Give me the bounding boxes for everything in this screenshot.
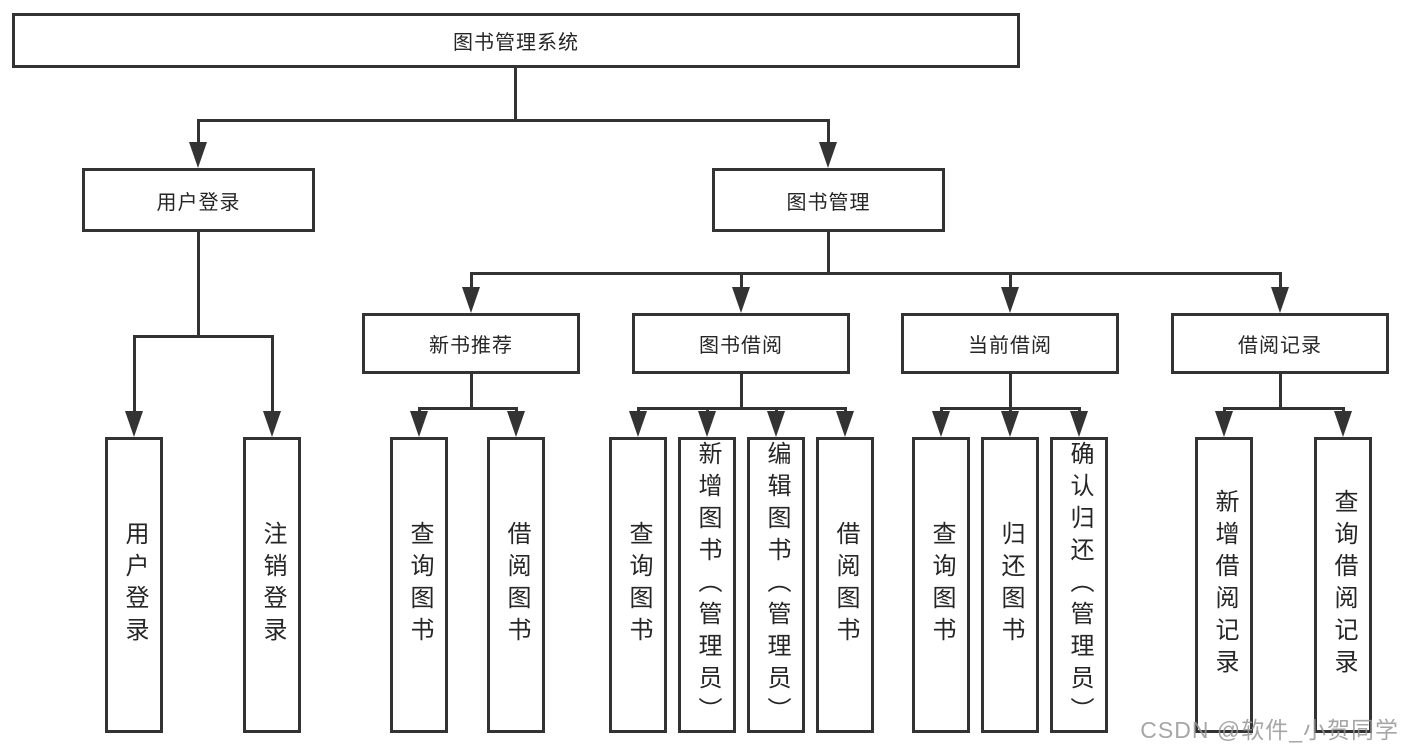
arrowhead-borrowing xyxy=(732,287,750,313)
leaf-label: 新增借阅记录 xyxy=(1211,489,1238,681)
leaf-user-login: 用户登录 xyxy=(105,437,163,733)
node-label: 新书推荐 xyxy=(429,335,513,357)
leaf-borrowing-edit-books-admin: 编辑图书（管理员） xyxy=(747,437,805,733)
watermark: CSDN @软件_小贺同学 xyxy=(1140,717,1399,743)
connector-borrowing-branch xyxy=(637,407,847,410)
leaf-label: 确认归还（管理员） xyxy=(1066,441,1093,729)
leaf-label: 新增图书（管理员） xyxy=(694,441,721,729)
connector-root-stem xyxy=(514,68,517,121)
leaf-logout-login: 注销登录 xyxy=(243,437,301,733)
connector-borrowing-stem xyxy=(740,374,743,407)
node-user-login: 用户登录 xyxy=(82,168,315,232)
node-borrowing-records: 借阅记录 xyxy=(1171,313,1389,374)
connector-records-stem xyxy=(1279,374,1282,407)
leaf-label: 用户登录 xyxy=(121,521,148,649)
arrowhead-leaf-logout xyxy=(263,411,281,437)
leaf-current-confirm-return-admin: 确认归还（管理员） xyxy=(1050,437,1108,733)
leaf-borrowing-borrow-books: 借阅图书 xyxy=(816,437,874,733)
leaf-records-add-borrow-record: 新增借阅记录 xyxy=(1195,437,1253,733)
connector-current-stem xyxy=(1009,374,1012,407)
arrowhead-cur-return xyxy=(1001,411,1019,437)
leaf-label: 借阅图书 xyxy=(832,521,859,649)
leaf-current-query-books: 查询图书 xyxy=(912,437,970,733)
leaf-label: 注销登录 xyxy=(259,521,286,649)
node-book-borrowing: 图书借阅 xyxy=(632,313,850,374)
connector-arrow-borrowing-line xyxy=(740,272,743,288)
leaf-records-query-borrow-record: 查询借阅记录 xyxy=(1314,437,1372,733)
arrowhead-user-login xyxy=(189,142,207,168)
node-label: 图书管理系统 xyxy=(453,32,579,54)
arrowhead-records xyxy=(1271,287,1289,313)
node-library-management-system: 图书管理系统 xyxy=(12,13,1020,68)
connector-arrow-leaf-user-login-line xyxy=(133,335,136,412)
leaf-label: 查询图书 xyxy=(625,521,652,649)
arrowhead-bor-query xyxy=(629,411,647,437)
arrowhead-bor-borrow xyxy=(836,411,854,437)
arrowhead-rec-query xyxy=(410,411,428,437)
node-book-management: 图书管理 xyxy=(712,168,945,232)
connector-recommend-stem xyxy=(470,374,473,407)
connector-records-branch xyxy=(1223,407,1345,410)
leaf-current-return-books: 归还图书 xyxy=(981,437,1039,733)
arrowhead-bor-add xyxy=(698,411,716,437)
arrowhead-recd-query xyxy=(1334,411,1352,437)
connector-level3-branch xyxy=(470,272,1281,275)
node-new-book-recommendation: 新书推荐 xyxy=(362,313,580,374)
leaf-label: 查询借阅记录 xyxy=(1330,489,1357,681)
connector-arrow-book-management-line xyxy=(827,119,830,143)
arrowhead-book-management xyxy=(819,142,837,168)
arrowhead-bor-edit xyxy=(767,411,785,437)
arrowhead-rec-borrow xyxy=(507,411,525,437)
leaf-label: 查询图书 xyxy=(928,521,955,649)
arrowhead-cur-confirm xyxy=(1070,411,1088,437)
connector-arrow-records-line xyxy=(1279,272,1282,288)
arrowhead-leaf-user-login xyxy=(125,411,143,437)
connector-arrow-recommend-line xyxy=(470,272,473,288)
arrowhead-recommend xyxy=(462,287,480,313)
arrowhead-cur-query xyxy=(932,411,950,437)
leaf-borrowing-add-books-admin: 新增图书（管理员） xyxy=(678,437,736,733)
connector-arrow-current-line xyxy=(1009,272,1012,288)
connector-arrow-leaf-logout-line xyxy=(271,335,274,412)
leaf-recommend-query-books: 查询图书 xyxy=(390,437,448,733)
leaf-label: 借阅图书 xyxy=(503,521,530,649)
node-label: 图书管理 xyxy=(786,191,871,214)
leaf-label: 归还图书 xyxy=(997,521,1024,649)
leaf-borrowing-query-books: 查询图书 xyxy=(609,437,667,733)
node-label: 当前借阅 xyxy=(968,335,1052,357)
connector-recommend-branch xyxy=(418,407,518,410)
connector-user-login-branch xyxy=(133,335,274,338)
node-label: 图书借阅 xyxy=(699,335,783,357)
leaf-label: 编辑图书（管理员） xyxy=(763,441,790,729)
connector-level2-branch xyxy=(197,119,830,122)
leaf-label: 查询图书 xyxy=(406,521,433,649)
connector-user-login-stem xyxy=(197,232,200,335)
arrowhead-recd-add xyxy=(1215,411,1233,437)
leaf-recommend-borrow-books: 借阅图书 xyxy=(487,437,545,733)
node-label: 借阅记录 xyxy=(1238,335,1322,357)
node-label: 用户登录 xyxy=(156,191,241,214)
connector-arrow-user-login-line xyxy=(197,119,200,143)
node-current-borrowing: 当前借阅 xyxy=(901,313,1119,374)
arrowhead-current xyxy=(1001,287,1019,313)
connector-book-management-stem xyxy=(827,232,830,272)
